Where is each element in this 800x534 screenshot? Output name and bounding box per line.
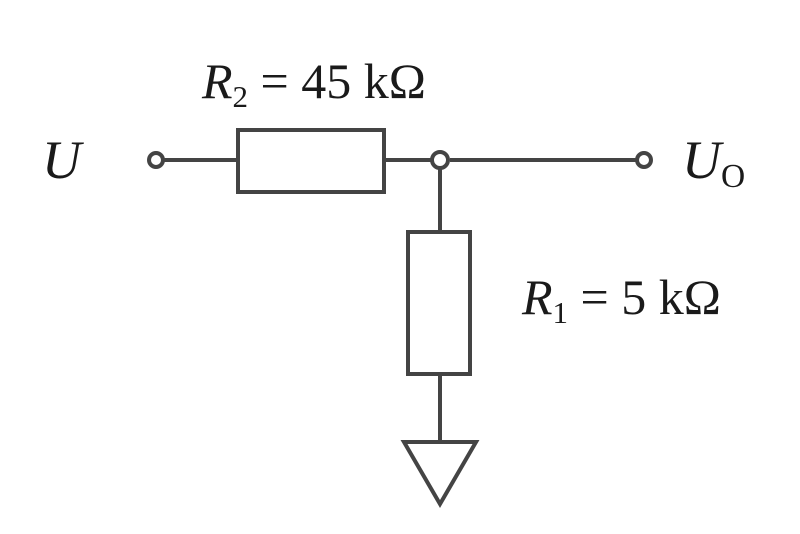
resistor-r1-symbol: R xyxy=(522,269,553,325)
junction-node xyxy=(430,150,450,170)
input-voltage-symbol: U xyxy=(42,130,81,190)
resistor-r2-body xyxy=(236,128,386,194)
input-voltage-label: U xyxy=(42,133,81,187)
input-terminal xyxy=(147,151,165,169)
output-voltage-symbol: U xyxy=(682,130,721,190)
resistor-r1-body xyxy=(406,230,472,376)
output-voltage-label: UO xyxy=(682,130,745,194)
resistor-r2-symbol: R xyxy=(202,53,233,109)
resistor-r1-label: R1 = 5 kΩ xyxy=(522,269,721,328)
resistor-r2-value: = 45 kΩ xyxy=(260,53,426,109)
resistor-r2-label: R2 = 45 kΩ xyxy=(202,53,426,112)
resistor-r1-subscript: 1 xyxy=(552,294,569,330)
ground-symbol xyxy=(400,440,480,508)
output-voltage-subscript: O xyxy=(721,158,746,196)
resistor-r2-subscript: 2 xyxy=(232,78,249,114)
output-terminal xyxy=(635,151,653,169)
resistor-r1-value: = 5 kΩ xyxy=(580,269,721,325)
